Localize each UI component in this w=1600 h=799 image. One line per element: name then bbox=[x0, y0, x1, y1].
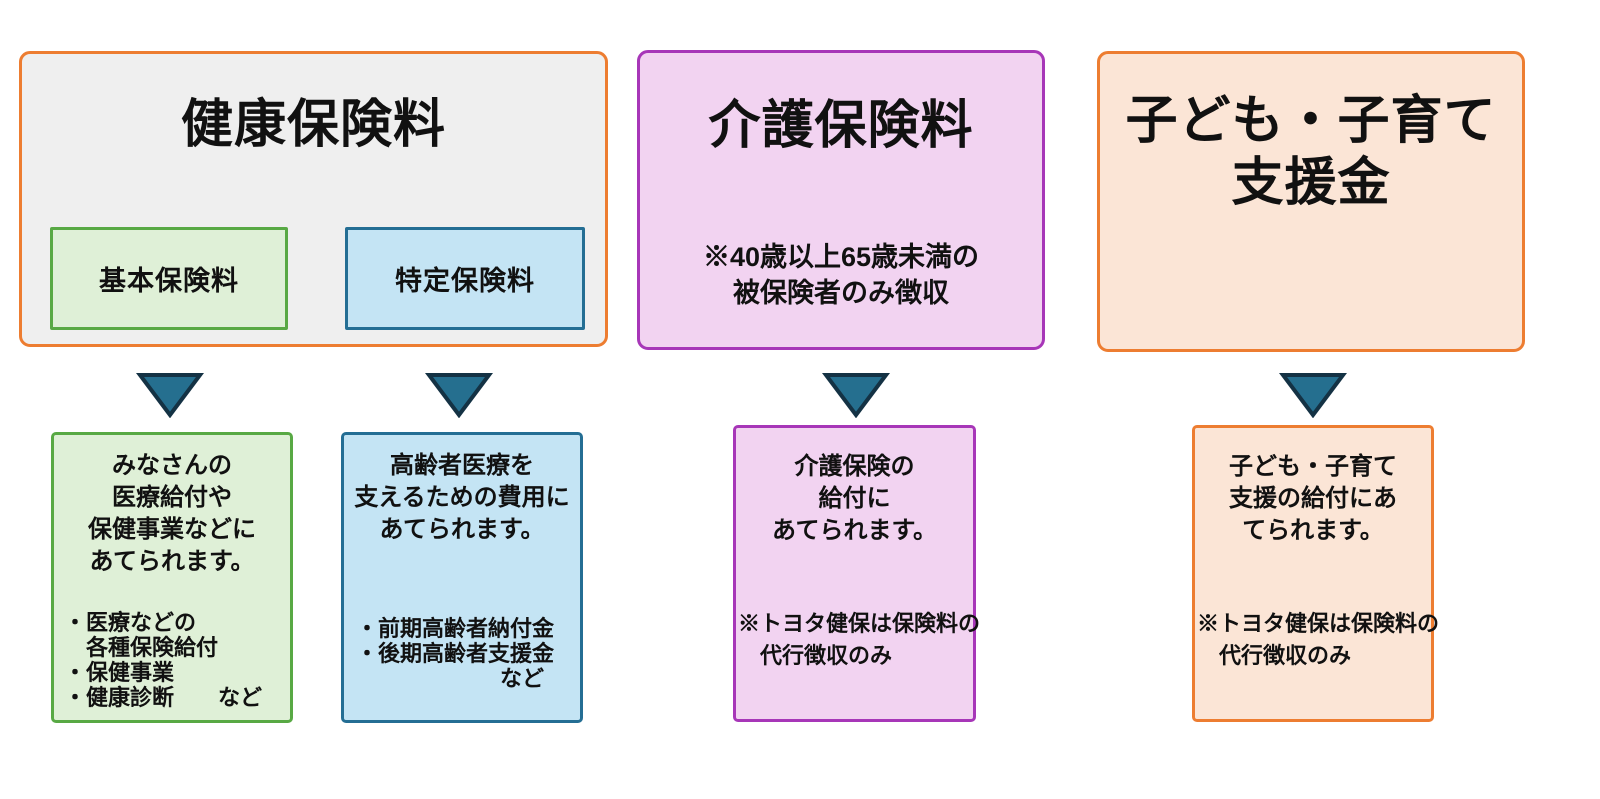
text-line: あてられます。 bbox=[771, 517, 938, 544]
usage-item-list: ・医療などの 各種保険給付 ・保健事業 ・健康診断 など bbox=[54, 610, 290, 710]
text-line: 介護保険の bbox=[794, 453, 915, 480]
basic-premium-label: 基本保険料 bbox=[99, 266, 239, 296]
text-line: 代行徴収のみ bbox=[1197, 643, 1352, 668]
care-premium-usage-box: 介護保険の 給付に あてられます。 ※トヨタ健保は保険料の 代行徴収のみ bbox=[733, 425, 981, 722]
usage-description: 子ども・子育て 支援の給付にあ てられます。 bbox=[1195, 451, 1431, 547]
child-support-usage-box: 子ども・子育て 支援の給付にあ てられます。 ※トヨタ健保は保険料の 代行徴収の… bbox=[1192, 425, 1440, 722]
down-arrow-icon bbox=[425, 373, 493, 418]
text-line: など bbox=[499, 666, 544, 691]
care-premium-title: 介護保険料 bbox=[708, 97, 974, 155]
text-line: 支えるための費用に bbox=[354, 484, 570, 511]
usage-description: 介護保険の 給付に あてられます。 bbox=[736, 451, 973, 547]
basic-premium-usage-box: みなさんの 医療給付や 保健事業などに あてられます。 ・医療などの 各種保険給… bbox=[51, 432, 293, 723]
text-line: 医療給付や bbox=[112, 484, 232, 511]
text-line: ・前期高齢者納付金 bbox=[356, 616, 555, 641]
text-line: ・健康診断 など bbox=[64, 685, 263, 710]
care-premium-box: 介護保険料 ※40歳以上65歳未満の 被保険者のみ徴収 bbox=[637, 50, 1045, 350]
usage-description: みなさんの 医療給付や 保健事業などに あてられます。 bbox=[54, 450, 290, 578]
text-line: 被保険者のみ徴収 bbox=[733, 278, 949, 308]
usage-description: 高齢者医療を 支えるための費用に あてられます。 bbox=[344, 450, 580, 546]
text-line: ※トヨタ健保は保険料の bbox=[738, 611, 981, 636]
down-arrow-icon bbox=[822, 373, 890, 418]
text-line: てられます。 bbox=[1242, 517, 1384, 544]
text-line: みなさんの bbox=[112, 452, 232, 479]
text-line: 各種保険給付 bbox=[64, 635, 219, 660]
text-line: ・後期高齢者支援金 bbox=[356, 641, 555, 666]
specific-premium-label: 特定保険料 bbox=[395, 266, 535, 296]
text-line: 保健事業などに bbox=[88, 516, 256, 543]
health-premium-box: 健康保険料 基本保険料 特定保険料 bbox=[19, 51, 608, 347]
down-arrow-icon bbox=[1279, 373, 1347, 418]
text-line: 高齢者医療を bbox=[390, 452, 534, 479]
basic-premium-box: 基本保険料 bbox=[50, 227, 288, 330]
specific-premium-usage-box: 高齢者医療を 支えるための費用に あてられます。 ・前期高齢者納付金 ・後期高齢… bbox=[341, 432, 583, 723]
collection-note: ※トヨタ健保は保険料の 代行徴収のみ bbox=[1195, 608, 1440, 672]
text-line: 子ども・子育て bbox=[1229, 453, 1397, 480]
usage-item-list: ・前期高齢者納付金 ・後期高齢者支援金 など bbox=[344, 616, 580, 691]
text-line: あてられます。 bbox=[89, 548, 255, 575]
text-line: 給付に bbox=[818, 485, 891, 512]
text-line: 支援の給付にあ bbox=[1229, 485, 1397, 512]
down-arrow-icon bbox=[136, 373, 204, 418]
care-premium-note: ※40歳以上65歳未満の 被保険者のみ徴収 bbox=[640, 239, 1042, 311]
collection-note: ※トヨタ健保は保険料の 代行徴収のみ bbox=[736, 608, 981, 672]
specific-premium-box: 特定保険料 bbox=[345, 227, 585, 330]
text-line: 支援金 bbox=[1231, 154, 1391, 212]
text-line: ※トヨタ健保は保険料の bbox=[1197, 611, 1440, 636]
text-line: ※40歳以上65歳未満の bbox=[702, 242, 980, 272]
child-support-box: 子ども・子育て 支援金 bbox=[1097, 51, 1525, 352]
child-support-title: 子ども・子育て 支援金 bbox=[1100, 90, 1522, 214]
health-premium-title: 健康保険料 bbox=[180, 96, 446, 154]
text-line: あてられます。 bbox=[379, 516, 545, 543]
text-line: 代行徴収のみ bbox=[738, 643, 893, 668]
text-line: ・保健事業 bbox=[64, 660, 175, 685]
text-line: ・医療などの bbox=[64, 610, 197, 635]
text-line: 子ども・子育て bbox=[1125, 92, 1497, 150]
